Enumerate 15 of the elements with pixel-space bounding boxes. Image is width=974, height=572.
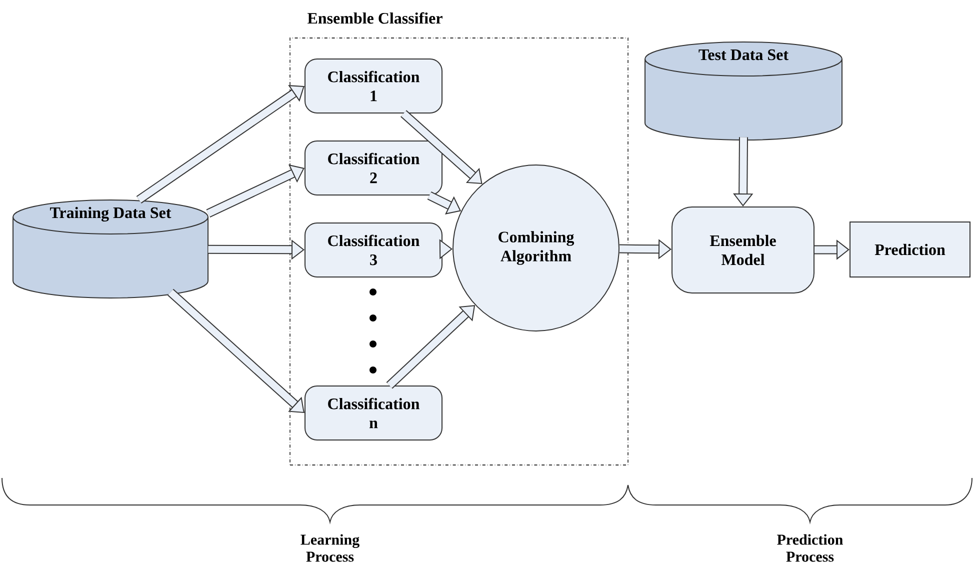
phase-label: Prediction Process bbox=[777, 534, 843, 562]
hollow-arrow bbox=[168, 288, 304, 413]
classifier-box: Classification 3 bbox=[304, 222, 442, 278]
hollow-arrow bbox=[136, 85, 304, 204]
classifier-box: Classification n bbox=[304, 386, 442, 440]
database-cylinder: Training Data Set bbox=[12, 200, 208, 298]
classifier-box: Classification 1 bbox=[304, 58, 442, 114]
classifier-box: Classification 2 bbox=[304, 140, 442, 196]
frame-heading: Ensemble Classifier bbox=[308, 12, 442, 24]
hollow-arrow bbox=[206, 164, 304, 218]
ensemble-frame bbox=[290, 12, 628, 466]
output-box: Prediction bbox=[850, 222, 970, 278]
database-cylinder: Test Data Set bbox=[644, 42, 842, 140]
phase-label: Learning Process bbox=[300, 534, 360, 562]
model-box: Ensemble Model bbox=[672, 206, 814, 294]
